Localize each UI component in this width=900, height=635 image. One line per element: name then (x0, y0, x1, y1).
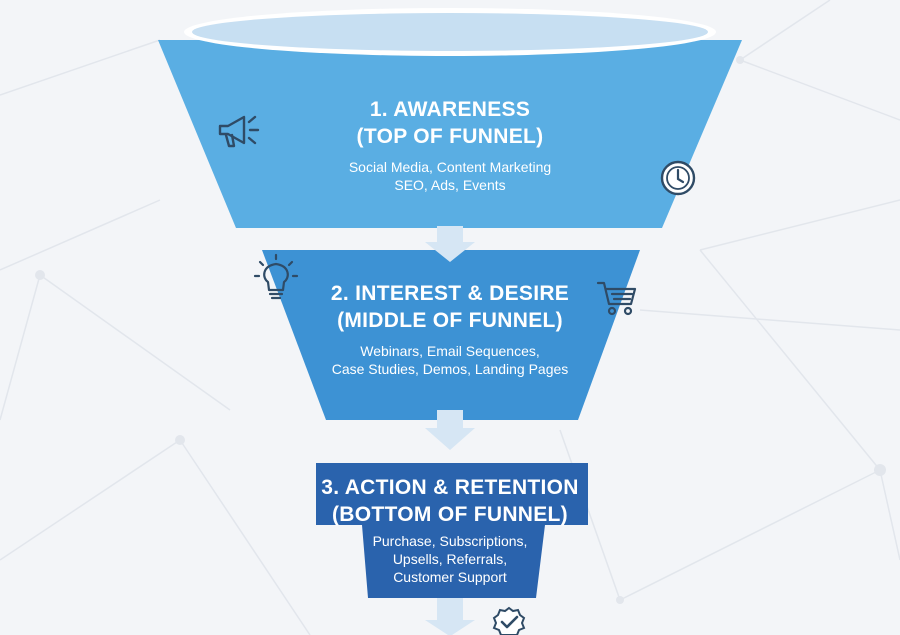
stage-1-title-line2: (TOP OF FUNNEL) (356, 125, 544, 148)
funnel-stage-2-shape (262, 250, 640, 420)
stage-2-title: 2. INTEREST & DESIRE (MIDDLE OF FUNNEL) (0, 280, 900, 334)
stage-3-title: 3. ACTION & RETENTION (BOTTOM OF FUNNEL) (0, 474, 900, 528)
stage-3-desc-line1: Purchase, Subscriptions, (372, 533, 528, 549)
stage-1-desc-line2: SEO, Ads, Events (394, 177, 506, 193)
stage-2-title-line1: 2. INTEREST & DESIRE (330, 282, 570, 305)
lightbulb-icon (253, 253, 299, 300)
stage-3-desc-line2: Upsells, Referrals, (392, 551, 508, 567)
down-arrow-3 (425, 598, 475, 635)
megaphone-icon (218, 115, 260, 148)
clock-icon (660, 160, 696, 196)
stage-2-desc-line2: Case Studies, Demos, Landing Pages (331, 361, 569, 377)
stage-2-description: Webinars, Email Sequences, Case Studies,… (0, 342, 900, 378)
funnel-stage-1-shape (158, 40, 742, 228)
stage-2-desc-line1: Webinars, Email Sequences, (360, 343, 540, 359)
stage-3-desc-line3: Customer Support (393, 569, 507, 585)
stage-1-title: 1. AWARENESS (TOP OF FUNNEL) (0, 96, 900, 150)
stage-3-title-line2: (BOTTOM OF FUNNEL) (332, 503, 568, 526)
down-arrow-2 (425, 410, 475, 450)
stage-1-title-line1: 1. AWARENESS (369, 98, 531, 121)
shopping-cart-icon (596, 281, 637, 316)
checkmark-badge-icon (492, 606, 526, 635)
stage-2-title-line2: (MIDDLE OF FUNNEL) (337, 309, 563, 332)
stage-3-description: Purchase, Subscriptions, Upsells, Referr… (0, 532, 900, 586)
stage-3-title-line1: 3. ACTION & RETENTION (321, 476, 579, 499)
funnel-rim-inner (192, 13, 708, 51)
down-arrow-1 (425, 226, 475, 262)
funnel-stage-3-shape (316, 463, 588, 598)
stage-1-desc-line1: Social Media, Content Marketing (348, 159, 552, 175)
stage-1-description: Social Media, Content Marketing SEO, Ads… (0, 158, 900, 194)
